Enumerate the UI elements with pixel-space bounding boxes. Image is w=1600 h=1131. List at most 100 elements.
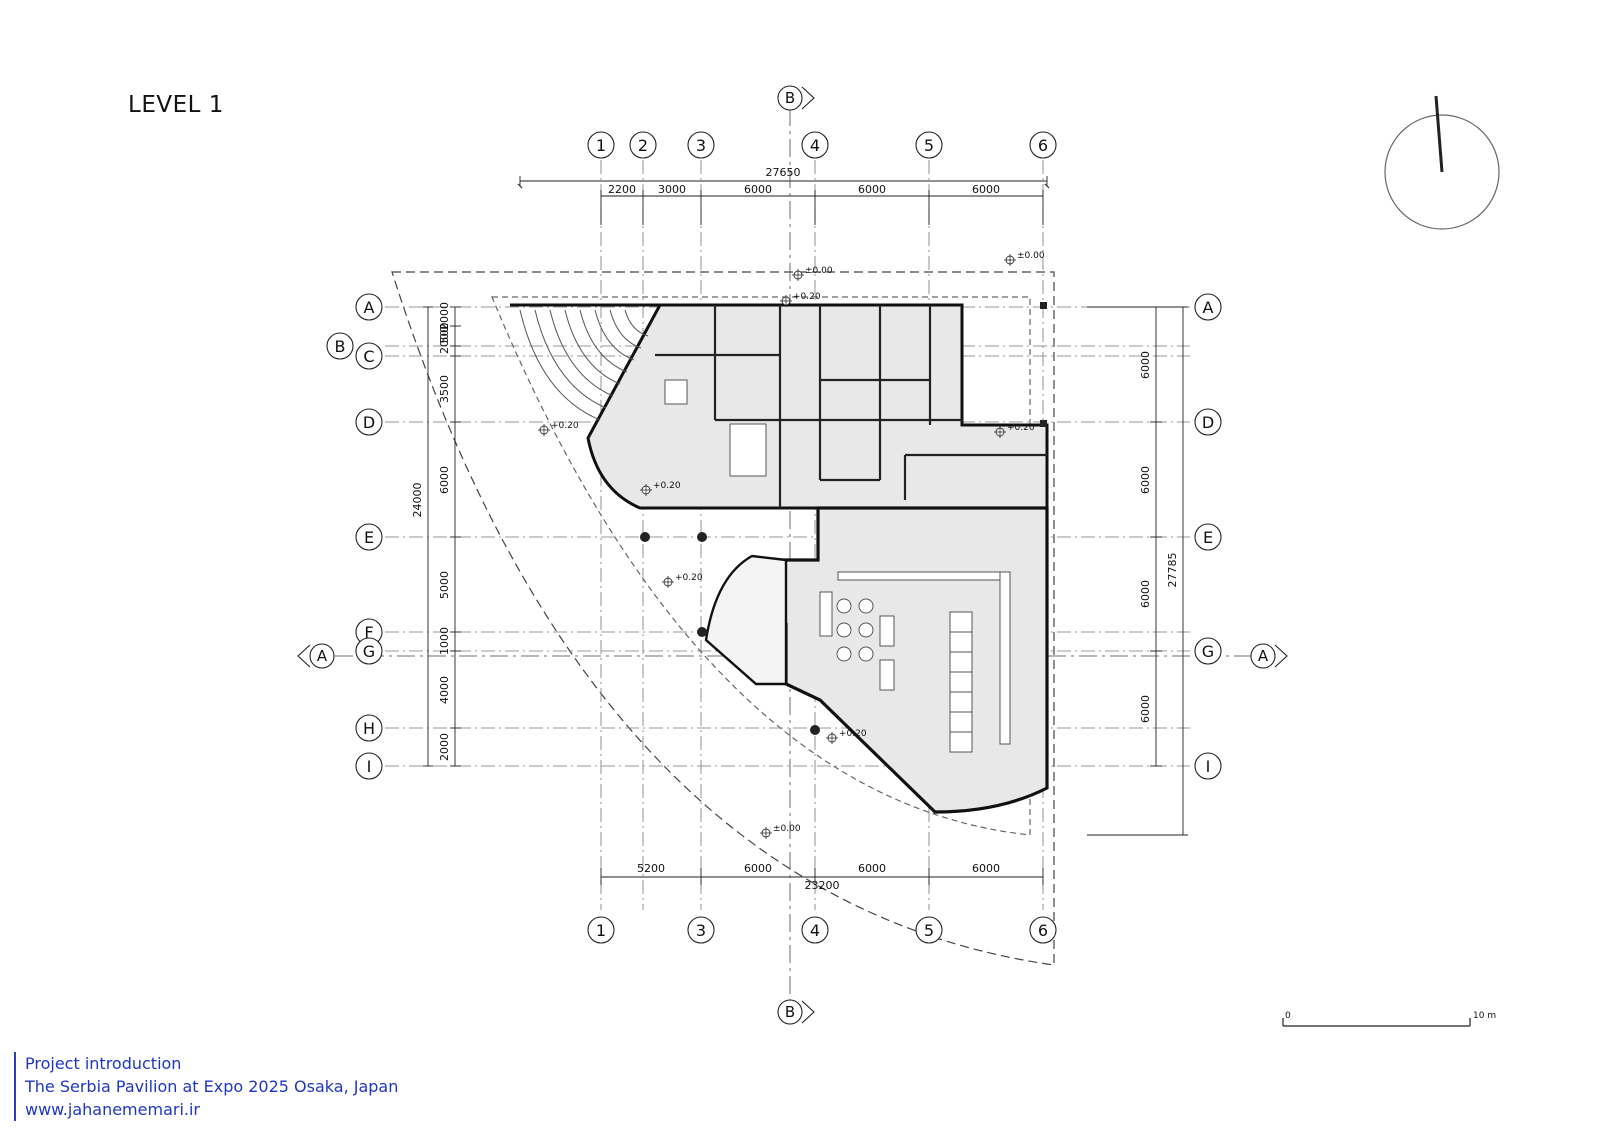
grid-column-top-4-label: 4 — [810, 136, 820, 155]
dim-bottom-2: 6000 — [858, 862, 886, 875]
grid-column-top-2-label: 2 — [638, 136, 648, 155]
level-title: LEVEL 1 — [128, 92, 224, 118]
section-marker-right: A — [1250, 643, 1288, 669]
level-marker-6: +0.20 — [662, 573, 703, 588]
dim-top-total: 27650 — [766, 166, 801, 179]
grid-row-right-I-label: I — [1206, 757, 1211, 776]
section-marker-right-label: A — [1258, 647, 1269, 665]
scale-bar: 0 10 m — [1282, 1011, 1496, 1027]
grid-column-bottom-4-label: 4 — [810, 921, 820, 940]
level-marker-7: +0.20 — [826, 729, 867, 744]
dim-left-8: 2000 — [438, 733, 451, 761]
auditorium-steps — [519, 309, 649, 421]
level-marker-5: +0.20 — [994, 423, 1035, 438]
section-marker-top: B — [777, 85, 815, 111]
footer-line-3: www.jahanememari.ir — [25, 1100, 201, 1119]
dim-right-total: 27785 — [1166, 553, 1179, 588]
north-arrow — [1384, 95, 1500, 230]
dim-bottom-0: 5200 — [637, 862, 665, 875]
grid-column-top-3-label: 3 — [696, 136, 706, 155]
dim-left-5: 5000 — [438, 571, 451, 599]
dim-bottom-total: 23200 — [805, 879, 840, 892]
level-marker-1: ±0.00 — [1004, 251, 1045, 266]
footer-line-2: The Serbia Pavilion at Expo 2025 Osaka, … — [25, 1077, 399, 1096]
dim-top-3: 6000 — [858, 183, 886, 196]
grid-column-top-4: 4 — [801, 131, 829, 159]
grid-row-right-A: A — [1194, 293, 1222, 321]
dim-left-total: 24000 — [411, 483, 424, 518]
grid-row-left-G: G — [355, 637, 383, 665]
grid-row-left-A: A — [355, 293, 383, 321]
interior-partitions — [655, 305, 1047, 508]
grid-row-left-C: C — [355, 342, 383, 370]
dim-left-7: 4000 — [438, 676, 451, 704]
dim-right-1: 6000 — [1139, 466, 1152, 494]
grid-row-left-C-label: C — [363, 347, 374, 366]
grid-row-left-B: B — [326, 332, 354, 360]
dim-left-1: 500 — [438, 323, 451, 344]
site-boundary — [391, 271, 1055, 966]
dim-bottom-1: 6000 — [744, 862, 772, 875]
grid-row-left-I: I — [355, 752, 383, 780]
level-marker-0: ±0.00 — [792, 266, 833, 281]
level-marker-4: +0.20 — [640, 481, 681, 496]
grid-row-left-I-label: I — [367, 757, 372, 776]
level-marker-label-7: +0.20 — [839, 729, 867, 739]
dim-left-0: 2000 — [438, 302, 451, 330]
grid-row-right-D: D — [1194, 408, 1222, 436]
dim-bottom-3: 6000 — [972, 862, 1000, 875]
grid-row-right-I: I — [1194, 752, 1222, 780]
grid-column-top-6-label: 6 — [1038, 136, 1048, 155]
grid-column-top-6: 6 — [1029, 131, 1057, 159]
level-marker-8: ±0.00 — [760, 824, 801, 839]
dim-right-3: 6000 — [1139, 695, 1152, 723]
scale-bar-start: 0 — [1285, 1011, 1291, 1021]
grid-row-left-G-label: G — [363, 642, 375, 661]
grid-row-right-E-label: E — [1203, 528, 1213, 547]
grid-row-left-E-label: E — [364, 528, 374, 547]
structural-columns — [640, 302, 1047, 735]
grid-column-bottom-1-label: 1 — [596, 921, 606, 940]
grid-row-right-A-label: A — [1203, 298, 1214, 317]
dim-top-4: 6000 — [972, 183, 1000, 196]
grid-row-right-E: E — [1194, 523, 1222, 551]
dim-top-0: 2200 — [608, 183, 636, 196]
grid-column-top-3: 3 — [687, 131, 715, 159]
grid-column-bottom-3-label: 3 — [696, 921, 706, 940]
grid-column-top-5-label: 5 — [924, 136, 934, 155]
level-marker-label-0: ±0.00 — [805, 266, 833, 276]
level-marker-label-6: +0.20 — [675, 573, 703, 583]
dim-left-3: 3500 — [438, 375, 451, 403]
grid-row-right-G: G — [1194, 637, 1222, 665]
dim-left-4: 6000 — [438, 466, 451, 494]
level-marker-label-1: ±0.00 — [1017, 251, 1045, 261]
stair-block — [704, 554, 788, 686]
level-marker-label-4: +0.20 — [653, 481, 681, 491]
grid-column-bottom-5-label: 5 — [924, 921, 934, 940]
grid-row-left-H: H — [355, 714, 383, 742]
section-marker-bottom-label: B — [785, 1003, 795, 1021]
grid-row-left-F-label: F — [364, 623, 373, 642]
section-marker-top-label: B — [785, 89, 795, 107]
grid-column-bottom-5: 5 — [915, 916, 943, 944]
grid-column-top-1-label: 1 — [596, 136, 606, 155]
dim-right-2: 6000 — [1139, 580, 1152, 608]
level-marker-3: +0.20 — [538, 421, 579, 436]
grid-column-top-1: 1 — [587, 131, 615, 159]
exhibition-furniture — [664, 379, 1011, 753]
section-marker-left: A — [297, 643, 335, 669]
grid-column-bottom-4: 4 — [801, 916, 829, 944]
grid-row-right-D-label: D — [1202, 413, 1214, 432]
grid-row-left-B-label: B — [335, 337, 346, 356]
grid-row-left-D-label: D — [363, 413, 375, 432]
dim-left-6: 1000 — [438, 627, 451, 655]
grid-column-top-2: 2 — [629, 131, 657, 159]
grid-column-bottom-6-label: 6 — [1038, 921, 1048, 940]
level-marker-label-5: +0.20 — [1007, 423, 1035, 433]
section-marker-bottom: B — [777, 999, 815, 1025]
level-marker-label-2: +0.20 — [793, 292, 821, 302]
